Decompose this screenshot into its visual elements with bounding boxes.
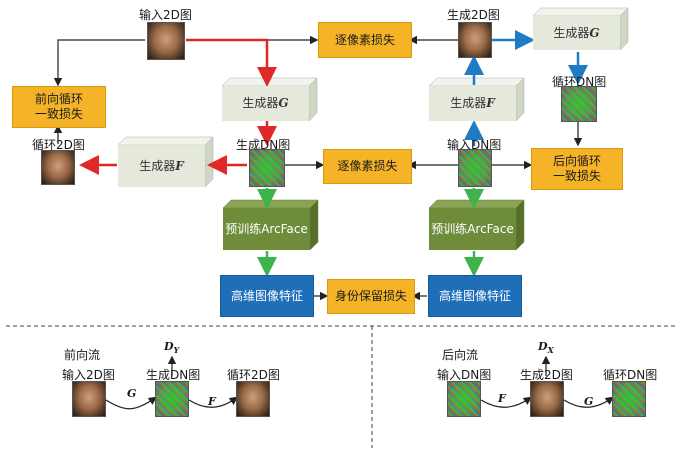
fwd-f-curve xyxy=(188,396,238,408)
bwd-g-curve xyxy=(563,396,614,408)
green-identity-arrows xyxy=(257,188,484,277)
generator-g-right-3d xyxy=(532,7,629,51)
face-generated-dn xyxy=(249,149,285,187)
arcface-right: 预训练ArcFace xyxy=(429,208,516,250)
dividers xyxy=(6,325,677,448)
generator-g-left-label: 生成器 xyxy=(242,96,279,110)
label-input-2d: 输入2D图 xyxy=(139,8,192,22)
fwd-label-input: 输入2D图 xyxy=(62,368,115,382)
feature-left: 高维图像特征 xyxy=(220,275,314,317)
feature-right: 高维图像特征 xyxy=(428,275,522,317)
label-input-dn: 输入DN图 xyxy=(447,138,502,152)
fwd-f-label: F xyxy=(208,395,216,408)
generator-f-right-symbol: F xyxy=(486,96,495,110)
face-input-2d xyxy=(147,22,185,60)
arcface-left: 预训练ArcFace xyxy=(223,208,310,250)
blue-backward-arrows xyxy=(464,30,588,146)
bwd-f-label: F xyxy=(498,392,506,405)
label-cycle-2d: 循环2D图 xyxy=(32,138,85,152)
face-input-dn xyxy=(458,149,492,187)
bwd-label-generated: 生成2D图 xyxy=(520,368,573,382)
bottom-flow-arrows xyxy=(105,355,614,410)
input2d-to-gen-g xyxy=(186,38,277,87)
generator-g-right-label: 生成器 xyxy=(553,25,590,40)
bwd-label-input: 输入DN图 xyxy=(437,368,492,382)
fwd-face-generated xyxy=(155,381,189,417)
bwd-g-label: G xyxy=(584,395,594,408)
backward-cycle-loss: 后向循环 一致损失 xyxy=(531,148,623,190)
forward-cycle-loss: 前向循环 一致损失 xyxy=(12,86,106,128)
fwd-g-label: G xyxy=(127,387,137,400)
label-generated-2d: 生成2D图 xyxy=(447,8,500,22)
fwd-dy-label: DY xyxy=(164,340,180,356)
fwd-label-cycle: 循环2D图 xyxy=(227,368,280,382)
bwd-face-generated xyxy=(530,381,564,417)
pixel-loss-top: 逐像素损失 xyxy=(318,22,412,58)
generator-f-right-3d xyxy=(428,77,525,122)
bwd-f-curve xyxy=(480,396,532,408)
input2d-to-forward-loss xyxy=(53,39,145,87)
fwd-face-input xyxy=(72,381,106,417)
bwd-face-input xyxy=(447,381,481,417)
generator-f-left-symbol: F xyxy=(175,158,184,173)
label-cycle-dn: 循环DN图 xyxy=(552,75,607,89)
red-forward-arrows xyxy=(79,38,277,175)
backward-flow-title: 后向流 xyxy=(442,348,479,362)
bwd-label-cycle: 循环DN图 xyxy=(603,368,658,382)
generator-g-left-symbol: G xyxy=(278,96,289,110)
fwd-face-cycle xyxy=(236,381,270,417)
fwd-g-curve xyxy=(105,396,157,410)
face-cycle-dn xyxy=(561,86,597,122)
generator-f-right-label: 生成器 xyxy=(450,96,487,110)
bwd-face-cycle xyxy=(612,381,646,417)
face-cycle-2d xyxy=(41,150,75,185)
generator-f-left-label: 生成器 xyxy=(139,158,176,173)
bwd-dx-label: DX xyxy=(538,340,554,356)
generator-g-right-symbol: G xyxy=(589,25,600,40)
forward-flow-title: 前向流 xyxy=(64,348,101,362)
face-generated-2d xyxy=(458,22,492,58)
pixel-loss-mid: 逐像素损失 xyxy=(323,149,412,184)
identity-loss: 身份保留损失 xyxy=(327,279,415,314)
label-generated-dn: 生成DN图 xyxy=(236,138,291,152)
fwd-label-generated: 生成DN图 xyxy=(146,368,201,382)
